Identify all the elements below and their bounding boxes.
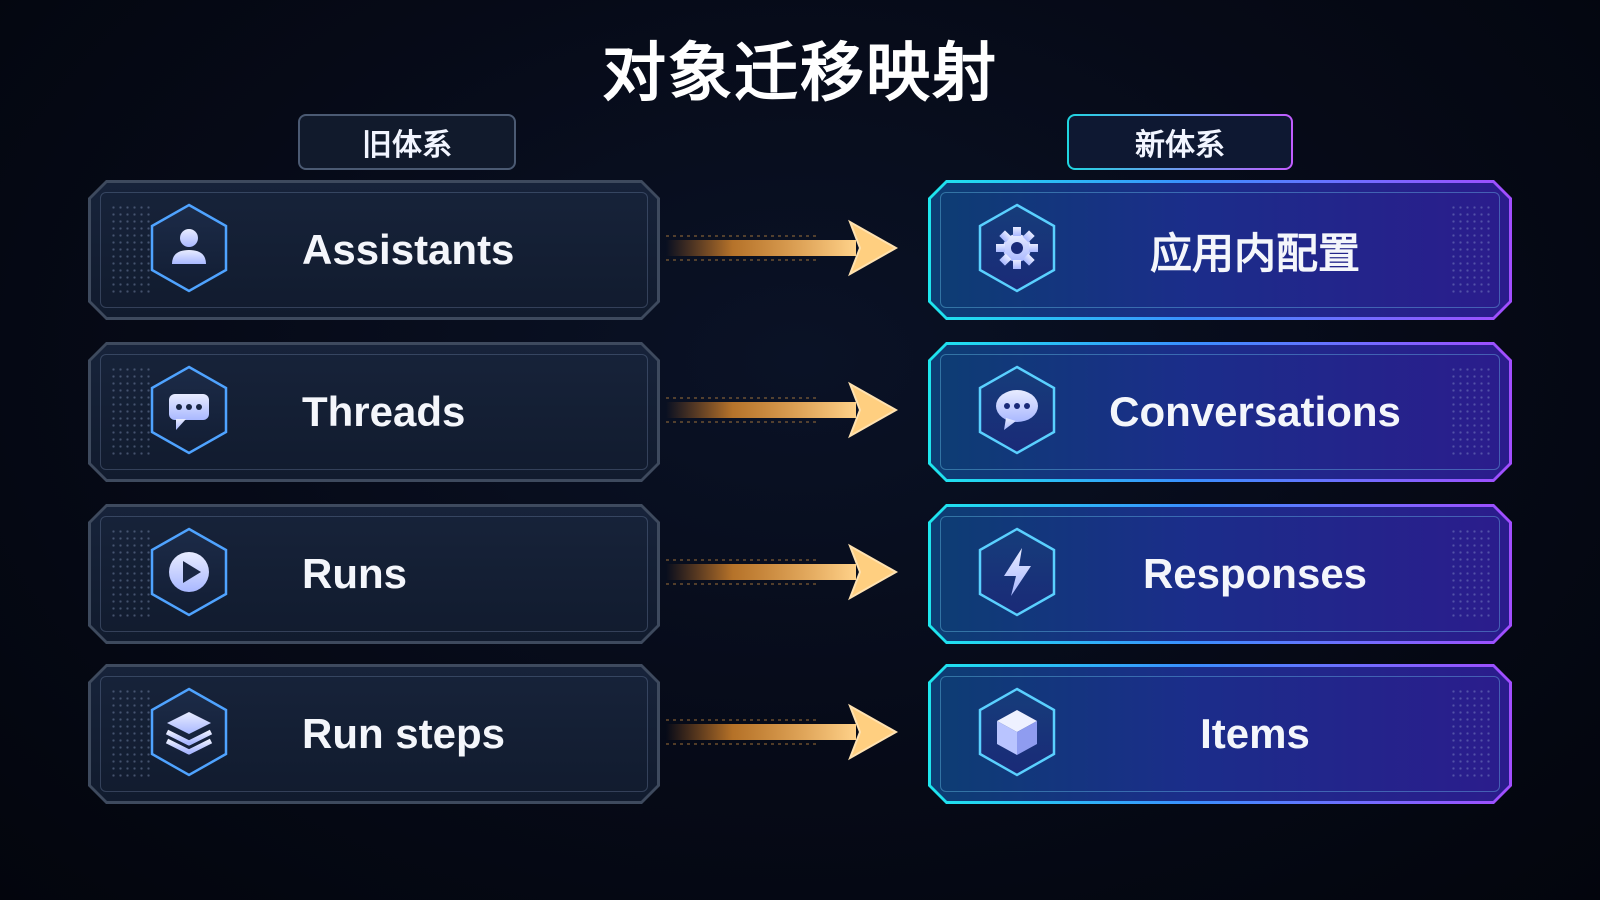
new-card-conversations: Conversations (928, 342, 1512, 482)
cube-icon (976, 686, 1058, 778)
chat-bubble-icon (976, 364, 1058, 456)
arrow-1 (666, 219, 899, 277)
page-title: 对象迁移映射 (602, 37, 998, 111)
arrow-4 (666, 703, 899, 761)
lightning-icon (976, 526, 1058, 618)
old-card-runs: Runs (88, 504, 660, 644)
old-item-label: Assistants (302, 226, 515, 273)
chat-bubble-icon (148, 364, 230, 456)
play-icon (148, 526, 230, 618)
arrow-3 (666, 543, 899, 601)
new-item-label: Items (1200, 710, 1310, 757)
old-item-label: Threads (302, 388, 466, 435)
layers-icon (148, 686, 230, 778)
arrow-2 (666, 381, 899, 439)
new-item-label: Responses (1142, 550, 1368, 597)
user-icon (148, 202, 230, 294)
old-item-label: Run steps (302, 710, 506, 757)
old-card-assistants: Assistants (88, 180, 660, 320)
gear-icon (976, 202, 1058, 294)
new-card-app-config: 应用内配置 (928, 180, 1512, 320)
new-card-responses: Responses (928, 504, 1512, 644)
old-system-label: 旧体系 (298, 114, 516, 170)
new-item-label: Conversations (1109, 388, 1401, 435)
old-item-label: Runs (302, 550, 407, 597)
old-card-run-steps: Run steps (88, 664, 660, 804)
new-system-label: 新体系 (1067, 114, 1293, 170)
new-card-items: Items (928, 664, 1512, 804)
old-card-threads: Threads (88, 342, 660, 482)
new-item-label: 应用内配置 (1149, 228, 1360, 278)
